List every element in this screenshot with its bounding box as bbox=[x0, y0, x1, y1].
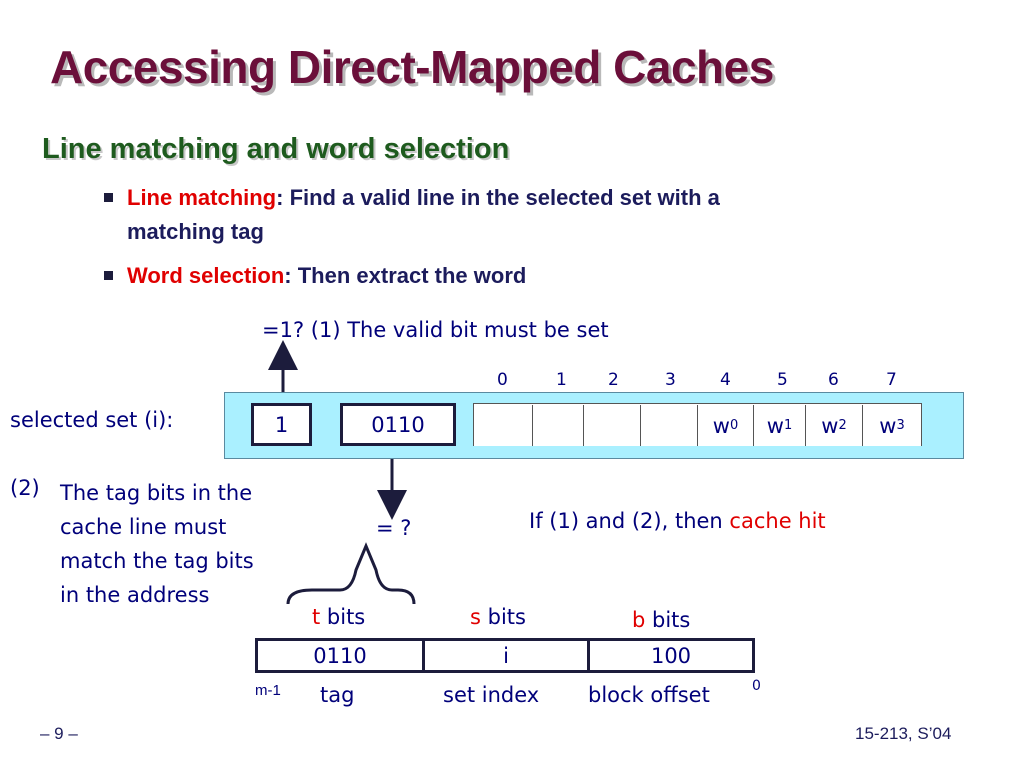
byte-index: 3 bbox=[665, 370, 676, 390]
byte-index: 0 bbox=[497, 370, 508, 390]
address-box bbox=[255, 638, 755, 673]
block-offset-name: block offset bbox=[588, 683, 710, 707]
bullet-word-selection: Word selection: Then extract the word bbox=[127, 259, 927, 293]
address-offset-field: 100 bbox=[650, 643, 692, 668]
tag-brace bbox=[286, 542, 416, 605]
byte-index: 6 bbox=[828, 370, 839, 390]
bullet-text: : Find a valid line in the selected set … bbox=[276, 185, 720, 210]
msb-label: m-1 bbox=[255, 682, 281, 699]
tag-name: tag bbox=[320, 683, 355, 707]
tag-compare-label: = ? bbox=[376, 516, 412, 540]
tag-cell: 0110 bbox=[340, 403, 456, 446]
note2-text: The tag bits in the cache line must matc… bbox=[60, 481, 254, 607]
bullet-text-cont: matching tag bbox=[127, 219, 264, 244]
s-bits-label: s bits bbox=[470, 605, 526, 629]
course-label: 15-213, S’04 bbox=[855, 724, 952, 743]
block-byte-1 bbox=[533, 405, 584, 446]
lsb-label: 0 bbox=[752, 678, 761, 694]
bullet-text: : Then extract the word bbox=[284, 263, 527, 288]
block-byte-0 bbox=[474, 405, 533, 446]
bullet-line-matching: Line matching: Find a valid line in the … bbox=[127, 181, 927, 249]
valid-bit-note: =1? (1) The valid bit must be set bbox=[262, 318, 609, 342]
bullet-term: Line matching bbox=[127, 185, 277, 210]
address-set-field: i bbox=[503, 643, 509, 668]
byte-index: 7 bbox=[886, 370, 897, 390]
byte-index: 4 bbox=[720, 370, 731, 390]
t-bits-label: t bits bbox=[312, 605, 366, 629]
byte-index: 5 bbox=[777, 370, 788, 390]
page-number: – 9 – bbox=[40, 724, 78, 743]
selected-set-label: selected set (i): bbox=[10, 408, 174, 432]
block-byte-3 bbox=[641, 405, 698, 446]
bullet-marker bbox=[104, 271, 113, 280]
byte-index: 1 bbox=[556, 370, 567, 390]
b-bits-label: b bits bbox=[632, 608, 691, 632]
block-byte-2 bbox=[584, 405, 641, 446]
cache-hit-statement: If (1) and (2), then cache hit bbox=[529, 509, 826, 533]
address-divider bbox=[422, 641, 425, 670]
note2-number: (2) bbox=[10, 476, 40, 500]
bullet-term: Word selection bbox=[127, 263, 285, 288]
bullet-marker bbox=[104, 193, 113, 202]
address-tag-field: 0110 bbox=[313, 643, 367, 668]
byte-index: 2 bbox=[608, 370, 619, 390]
valid-bit-cell: 1 bbox=[251, 403, 312, 446]
set-index-name: set index bbox=[443, 683, 540, 707]
slide-title: Accessing Direct-Mapped Caches bbox=[50, 41, 774, 93]
address-divider bbox=[587, 641, 590, 670]
slide-subtitle: Line matching and word selection bbox=[42, 133, 510, 165]
